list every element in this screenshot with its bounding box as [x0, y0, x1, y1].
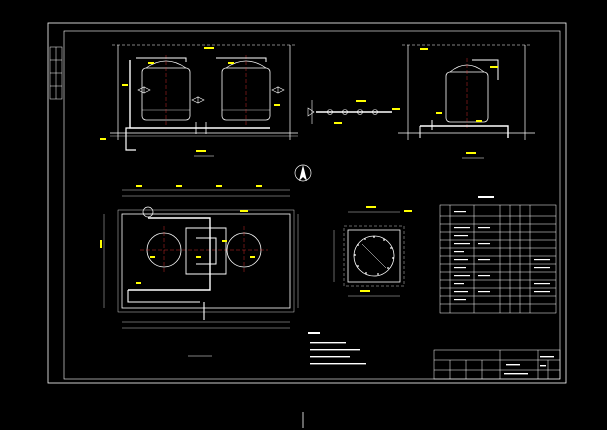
outer-frame: [47, 22, 567, 384]
north-arrow-icon: [294, 164, 312, 182]
equipment-schedule: [439, 204, 557, 314]
notes: [308, 332, 366, 365]
title-block-text-marks: [504, 356, 554, 375]
elevation-two-filters: [100, 44, 298, 157]
schedule-text-marks: [454, 196, 550, 301]
pipe-detail: [307, 100, 400, 124]
title-block: [433, 349, 561, 380]
elevation-single-filter: [398, 44, 535, 159]
plan-view: [100, 185, 299, 357]
foundation-detail: [333, 206, 412, 297]
inner-frame: [63, 30, 561, 380]
binding-strip: [49, 46, 63, 100]
